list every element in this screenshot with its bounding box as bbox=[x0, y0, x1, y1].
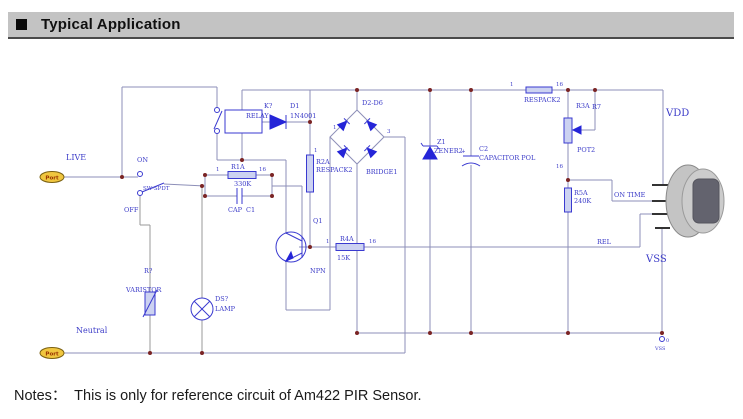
pin-respack-16: 16 bbox=[556, 82, 563, 88]
label-d1-value: 1N4001 bbox=[290, 112, 316, 120]
capacitor-c1 bbox=[236, 188, 243, 204]
label-k: K? bbox=[264, 102, 273, 110]
label-neutral: Neutral bbox=[76, 326, 108, 335]
pin-respack-1: 1 bbox=[510, 82, 514, 88]
relay-coil-box bbox=[224, 109, 263, 134]
label-q1: Q1 bbox=[313, 217, 322, 225]
pin-bridge-3: 3 bbox=[387, 129, 391, 135]
zener-z1 bbox=[420, 142, 440, 160]
label-respack2: RESPACK2 bbox=[524, 96, 561, 104]
label-r5a-value: 240K bbox=[574, 197, 591, 205]
label-rel: REL bbox=[597, 238, 612, 246]
port-connector-neutral: Port bbox=[39, 347, 65, 359]
varistor bbox=[142, 289, 158, 318]
label-varistor: VARISTOR bbox=[125, 286, 163, 294]
pin-pot-16: 16 bbox=[556, 164, 563, 170]
label-on: ON bbox=[137, 156, 148, 164]
label-z1: Z1 bbox=[437, 138, 446, 146]
capacitor-c2 bbox=[461, 155, 481, 167]
label-r1a-value: 330K bbox=[234, 180, 251, 188]
label-sw-spdt: SW-SPDT bbox=[143, 186, 170, 192]
label-lamp: LAMP bbox=[215, 305, 236, 313]
label-vss: VSS bbox=[645, 254, 667, 265]
junction-dots bbox=[120, 88, 664, 355]
label-r4a: R4A bbox=[340, 235, 354, 243]
label-npn: NPN bbox=[310, 267, 326, 275]
pin-r1a-1: 1 bbox=[216, 167, 220, 173]
label-bridge-diodes: D2-D6 bbox=[362, 99, 383, 107]
port2-label: Port bbox=[45, 352, 59, 358]
lamp-ds bbox=[190, 297, 214, 321]
label-on-time: ON TIME bbox=[614, 191, 646, 199]
label-cap: CAP bbox=[228, 206, 243, 214]
wires bbox=[64, 86, 664, 354]
transistor-q1 bbox=[275, 231, 307, 263]
label-vdd: VDD bbox=[665, 108, 689, 119]
label-z1-value: ZENER2 bbox=[434, 147, 463, 155]
potentiometer-pot2 bbox=[563, 117, 582, 144]
schematic-labels: LIVE Neutral ON OFF SW-SPDT K? RELAY D1 … bbox=[66, 82, 689, 352]
label-r1a: R1A bbox=[231, 163, 245, 171]
port1-label: Port bbox=[45, 176, 59, 182]
label-c1: C1 bbox=[246, 206, 255, 214]
label-d1: D1 bbox=[290, 102, 299, 110]
label-gnd-zero: 0 bbox=[666, 338, 669, 344]
label-r2a: R2A bbox=[316, 158, 330, 166]
pin-r2a-1: 1 bbox=[314, 148, 318, 154]
ground-marker bbox=[659, 336, 665, 342]
resistor-r4a bbox=[335, 243, 365, 251]
port-connector-live: Port bbox=[39, 171, 65, 183]
label-gnd-vss: VSS bbox=[654, 346, 666, 352]
pin-r4a-1: 1 bbox=[326, 239, 330, 245]
diode-d1 bbox=[269, 114, 288, 130]
pin-bridge-1: 1 bbox=[333, 125, 337, 131]
label-c2-plus: + bbox=[461, 149, 466, 155]
relay-contact-switch bbox=[213, 107, 223, 134]
resistor-r2a bbox=[306, 154, 314, 193]
resistor-respack2 bbox=[525, 86, 553, 94]
pir-sensor bbox=[652, 164, 725, 238]
resistor-r5a bbox=[564, 187, 572, 213]
spdt-switch bbox=[137, 171, 165, 196]
notes-text: Notes： This is only for reference circui… bbox=[14, 388, 422, 404]
label-c2: C2 bbox=[479, 145, 488, 153]
label-relay: RELAY bbox=[246, 112, 269, 120]
square-bullet-icon bbox=[16, 19, 27, 30]
resistor-r1a bbox=[227, 171, 257, 179]
label-bridge1: BRIDGE1 bbox=[366, 168, 398, 176]
label-pot2: POT2 bbox=[577, 146, 595, 154]
label-r4a-value: 15K bbox=[337, 254, 350, 262]
label-ds: DS? bbox=[215, 295, 229, 303]
label-off: OFF bbox=[124, 206, 139, 214]
label-c2-value: CAPACITOR POL bbox=[479, 154, 536, 162]
pin-r4a-16: 16 bbox=[369, 239, 376, 245]
label-r5a: R5A bbox=[574, 189, 588, 197]
label-r-var: R? bbox=[144, 267, 153, 275]
label-live: LIVE bbox=[66, 153, 86, 162]
section-header: Typical Application bbox=[8, 12, 734, 39]
label-r2a-value: RESPACK2 bbox=[316, 166, 353, 174]
pin-r1a-16: 16 bbox=[259, 167, 266, 173]
label-r3a: R3A bbox=[576, 102, 590, 110]
label-r7: R7 bbox=[592, 103, 601, 111]
section-title: Typical Application bbox=[41, 16, 181, 33]
bridge-rectifier bbox=[329, 109, 385, 165]
